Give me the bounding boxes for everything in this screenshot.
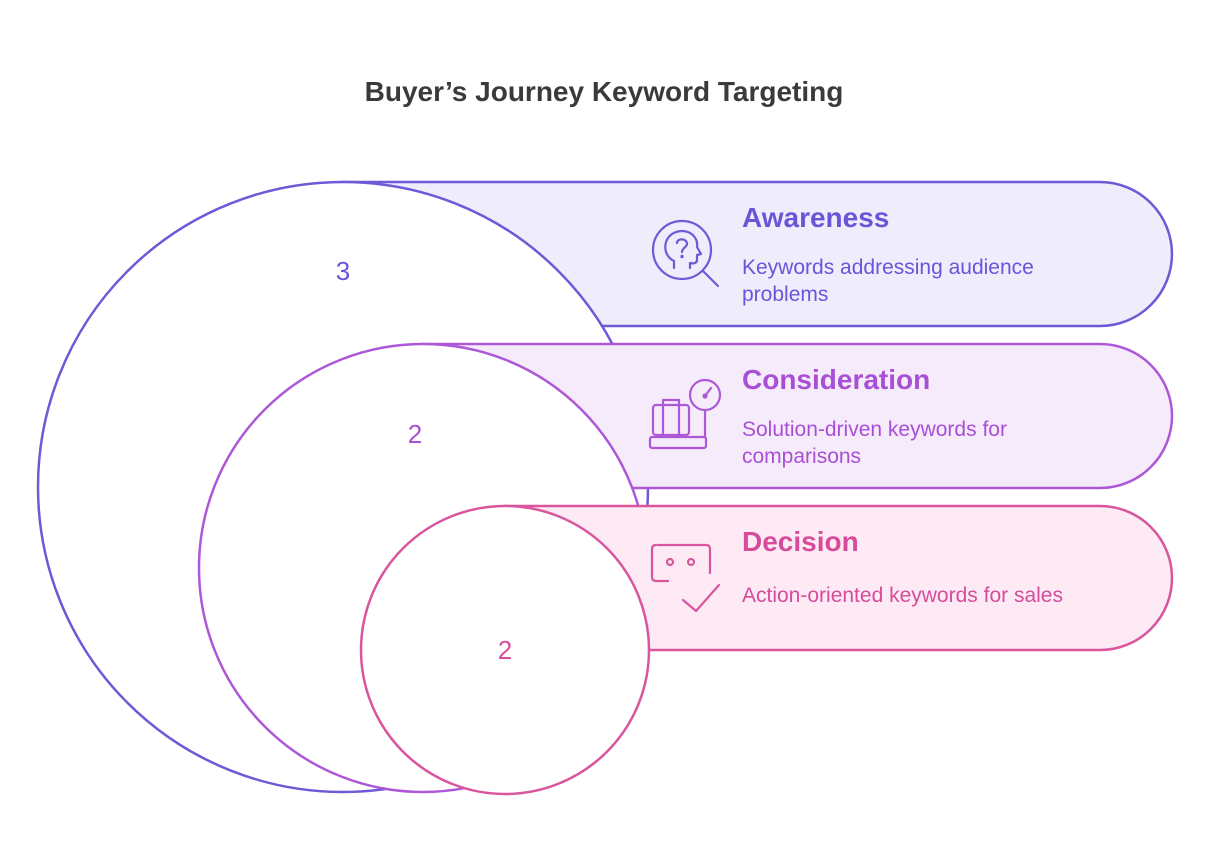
awareness-description-line-1: Keywords addressing audience xyxy=(742,256,1034,279)
decision-count: 2 xyxy=(498,635,512,665)
consideration-description-line-2: comparisons xyxy=(742,445,861,468)
consideration-title: Consideration xyxy=(742,364,930,395)
stage-decision: 2 xyxy=(359,504,1174,796)
decision-circle xyxy=(359,504,651,796)
diagram-title: Buyer’s Journey Keyword Targeting xyxy=(365,76,844,107)
decision-bar xyxy=(503,504,1174,652)
awareness-description-line-2: problems xyxy=(742,283,828,306)
chat-check-icon xyxy=(650,543,721,613)
awareness-title: Awareness xyxy=(742,202,889,233)
consideration-count: 2 xyxy=(408,419,422,449)
awareness-text: Awareness Keywords addressing audience p… xyxy=(742,202,1034,306)
scale-compare-icon xyxy=(648,378,722,450)
consideration-text: Consideration Solution-driven keywords f… xyxy=(742,364,1007,468)
decision-description-line-1: Action-oriented keywords for sales xyxy=(742,584,1063,607)
head-question-search-icon xyxy=(651,219,720,288)
consideration-description-line-1: Solution-driven keywords for xyxy=(742,418,1007,441)
decision-text: Decision Action-oriented keywords for sa… xyxy=(742,526,1063,607)
decision-title: Decision xyxy=(742,526,859,557)
awareness-count: 3 xyxy=(336,256,350,286)
